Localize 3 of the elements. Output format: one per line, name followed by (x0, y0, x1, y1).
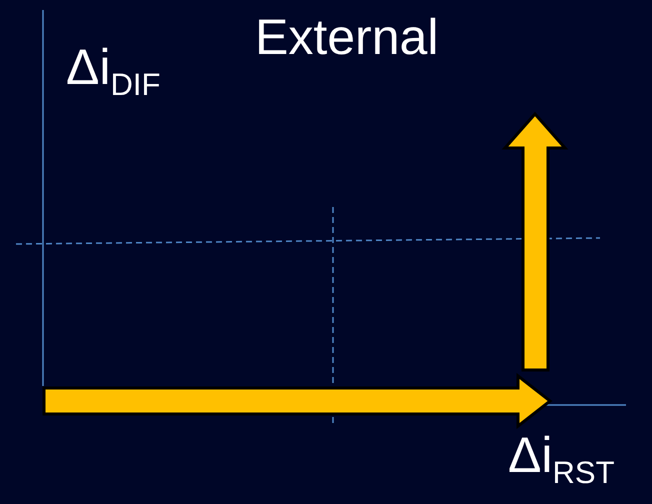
axis-label: Δi$_{DIF}$ (66, 42, 160, 100)
chart-title: External (255, 12, 438, 62)
axis-label: Δi$_{RST}$ (508, 430, 615, 488)
